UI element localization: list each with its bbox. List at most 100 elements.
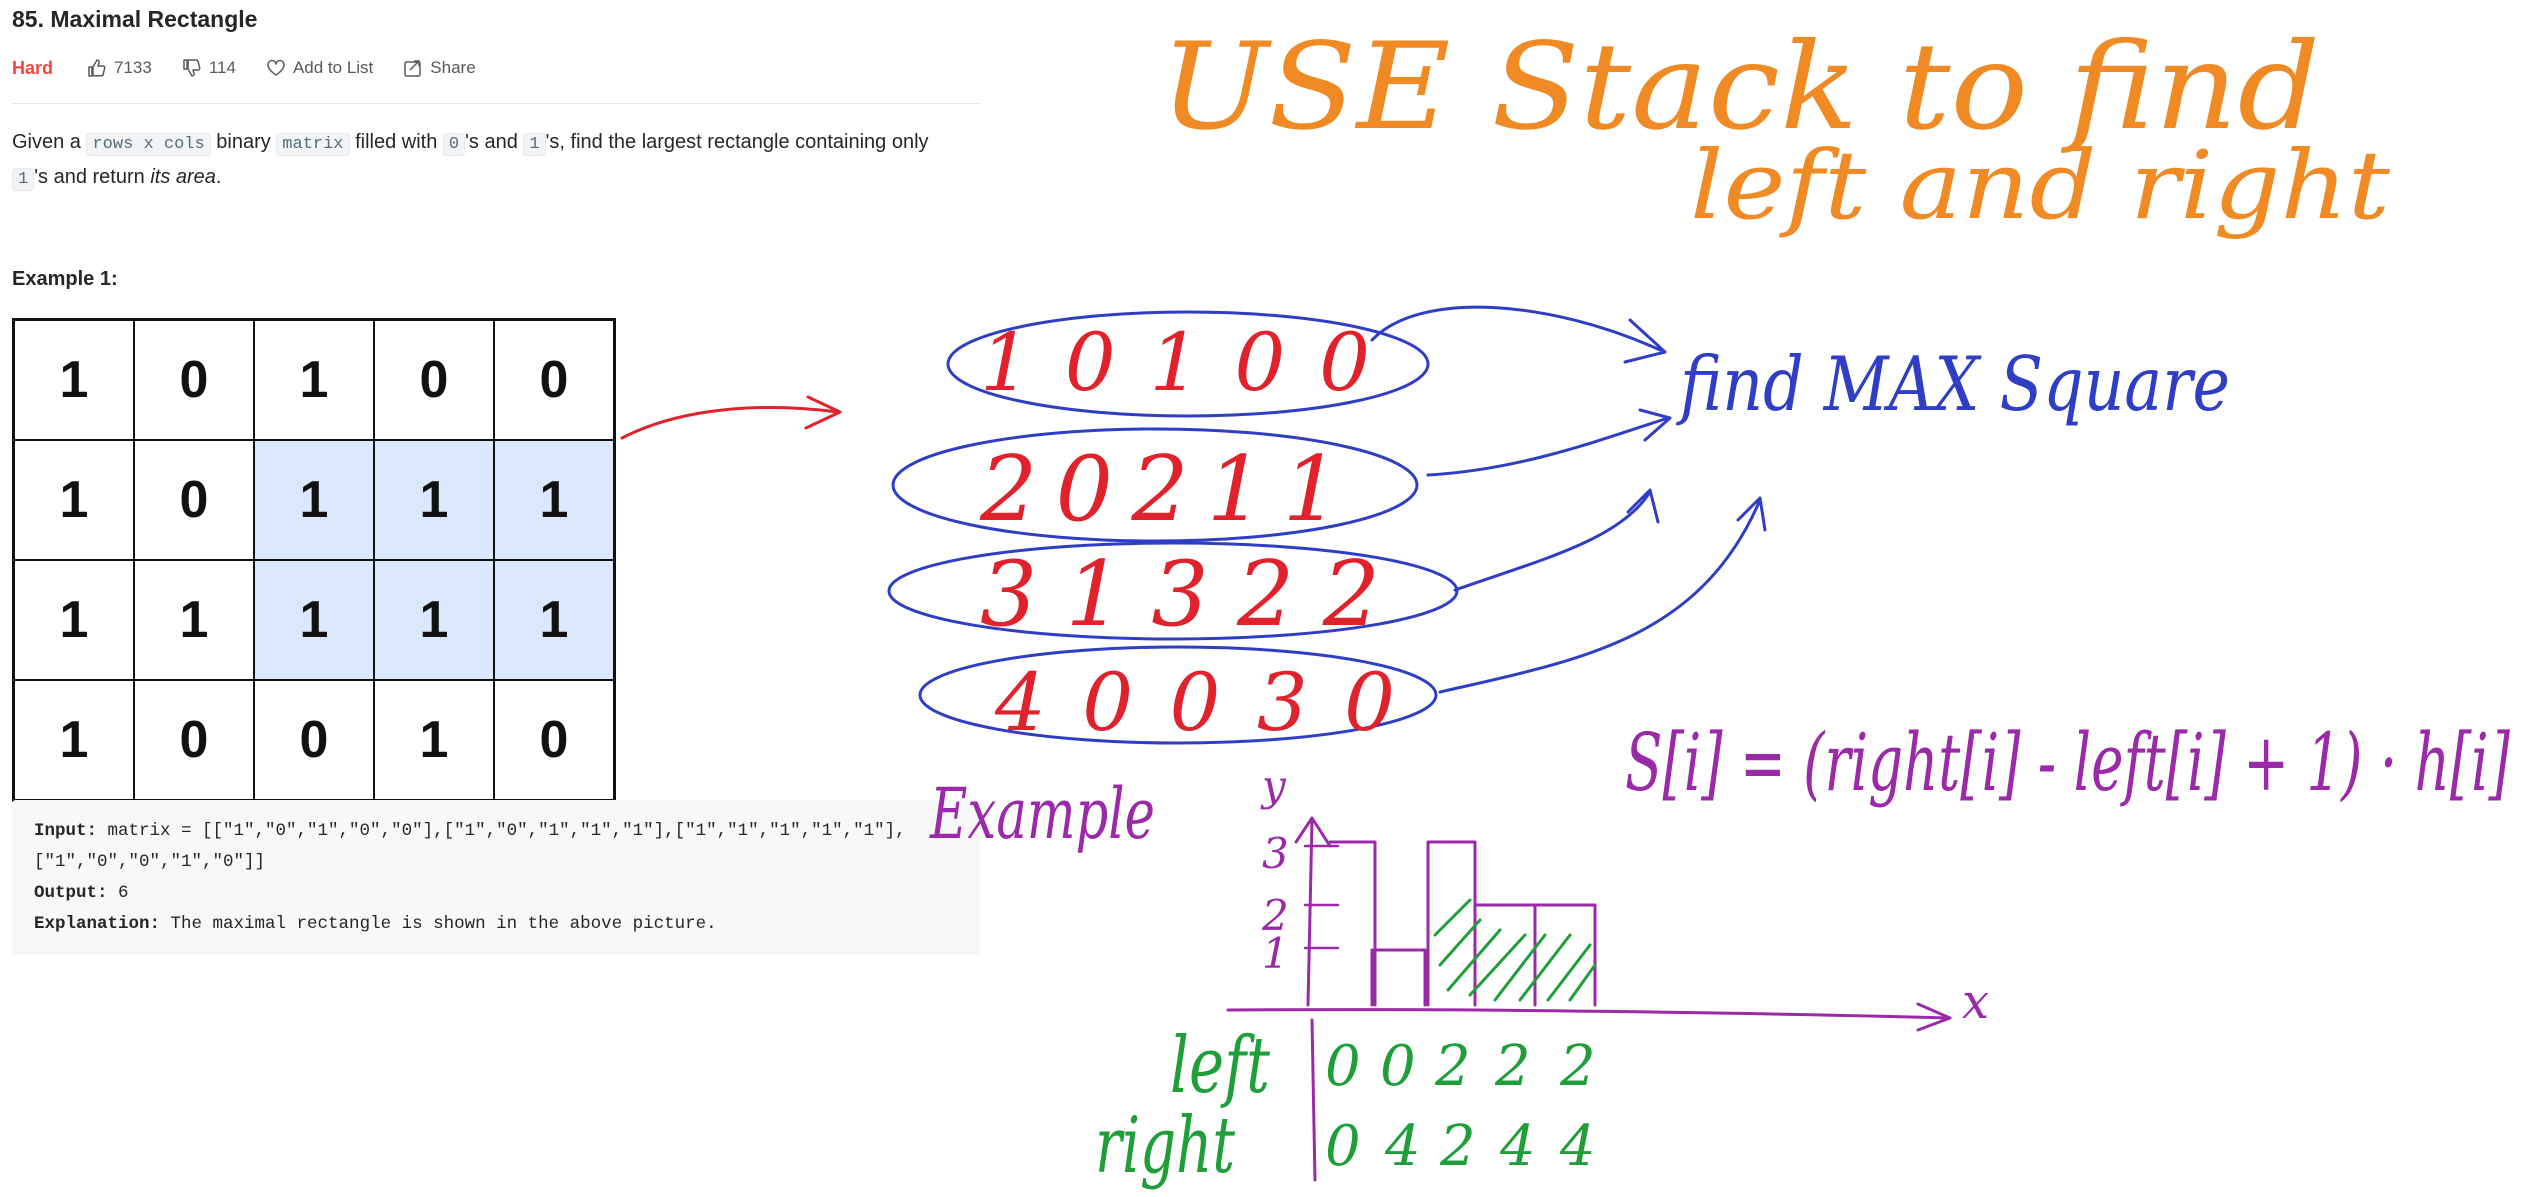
dislike-button[interactable]: 114 — [182, 58, 236, 78]
heart-icon — [267, 59, 285, 76]
explanation-label: Explanation: — [34, 914, 161, 934]
shaded-area — [1433, 898, 1597, 1002]
matrix-cell: 1 — [134, 560, 254, 680]
matrix-cell: 0 — [134, 680, 254, 800]
blue-arrow — [1426, 408, 1672, 477]
desc-text: 's and — [465, 131, 524, 153]
area-formula: S[i] = (right[i] - left[i] + 1) · h[i] — [1625, 716, 2511, 809]
matrix-cell: 0 — [134, 320, 254, 440]
matrix-cell: 0 — [134, 440, 254, 560]
red-arrow — [620, 395, 842, 440]
heading-line-2: left and right — [1690, 131, 2391, 241]
output-line: Output: 6 — [34, 878, 129, 909]
matrix-cell-highlighted: 1 — [374, 440, 494, 560]
blue-arrow — [1438, 496, 1767, 694]
explanation-line: Explanation: The maximal rectangle is sh… — [34, 909, 717, 940]
desc-text: filled with — [349, 131, 443, 153]
input-value: matrix = [["1","0","1","0","0"],["1","0"… — [97, 821, 906, 841]
row-values: 1 0 1 0 0 — [980, 316, 1370, 409]
matrix-cell: 1 — [254, 320, 374, 440]
output-value: 6 — [107, 883, 129, 903]
matrix-cell: 0 — [494, 680, 614, 800]
matrix-cell: 1 — [14, 320, 134, 440]
add-to-list-label: Add to List — [292, 58, 374, 77]
thumbs-down-icon — [183, 59, 201, 77]
matrix-cell: 1 — [14, 680, 134, 800]
matrix-cell-highlighted: 1 — [494, 440, 614, 560]
problem-panel: 85. Maximal Rectangle Hard 7133 114 Add … — [0, 0, 990, 1197]
y-axis-label: y — [1260, 761, 1287, 810]
difficulty-badge: Hard — [12, 57, 54, 78]
row-ellipse — [891, 427, 1419, 543]
problem-description: Given a rows x cols binary matrix filled… — [12, 126, 997, 196]
matrix-cell-highlighted: 1 — [494, 560, 614, 680]
matrix-cell: 0 — [494, 320, 614, 440]
matrix-cell: 1 — [14, 560, 134, 680]
x-axis-label: x — [1962, 974, 1989, 1030]
matrix-cell: 1 — [14, 440, 134, 560]
left-label: left — [1170, 1021, 1270, 1111]
divider — [12, 103, 980, 104]
example-code-block: Input: matrix = [["1","0","1","0","0"],[… — [12, 800, 980, 955]
row-ellipse — [946, 310, 1430, 418]
tick-marks — [1303, 844, 1340, 950]
row-values: 2 0 2 1 1 — [979, 437, 1340, 542]
add-to-list-button[interactable]: Add to List — [266, 58, 373, 78]
inline-code: 0 — [442, 133, 466, 156]
share-icon — [404, 60, 422, 77]
inline-code: matrix — [276, 133, 350, 156]
like-button[interactable]: 7133 — [87, 58, 152, 78]
find-max-square: find MAX Square — [1676, 340, 2230, 428]
example-matrix-image: 1 0 1 0 0 1 0 1 1 1 1 1 1 1 1 1 0 0 1 0 — [12, 318, 616, 802]
matrix-cell: 0 — [374, 320, 494, 440]
right-value: 4 — [1559, 1114, 1596, 1179]
matrix-cell-highlighted: 1 — [374, 560, 494, 680]
example-title: Example 1: — [12, 268, 118, 290]
input-line-cont: ["1","0","0","1","0"]] — [34, 847, 265, 878]
desc-text: binary — [210, 131, 277, 153]
explanation-value: The maximal rectangle is shown in the ab… — [160, 914, 717, 934]
matrix-cell: 1 — [374, 680, 494, 800]
desc-text: 's, find the largest rectangle containin… — [545, 131, 929, 153]
tick-label: 3 — [1262, 829, 1289, 878]
x-axis — [1226, 1002, 1952, 1032]
share-button[interactable]: Share — [403, 58, 476, 78]
example-label: Example — [929, 773, 1155, 855]
matrix-cell-highlighted: 1 — [254, 440, 374, 560]
left-value: 2 — [1559, 1034, 1596, 1099]
y-axis — [1294, 816, 1332, 1007]
problem-meta-bar: Hard 7133 114 Add to List Share — [12, 55, 506, 81]
histogram-bars — [1328, 840, 1597, 1007]
inline-code: 1 — [523, 133, 546, 156]
left-value: 0 — [1325, 1034, 1361, 1099]
dislike-count: 114 — [208, 58, 236, 77]
problem-title: 85. Maximal Rectangle — [12, 6, 258, 32]
thumbs-up-icon — [88, 59, 106, 77]
input-label: Input: — [34, 821, 98, 841]
left-value: 2 — [1494, 1034, 1531, 1099]
right-value: 4 — [1499, 1114, 1536, 1179]
desc-text: Given a — [12, 131, 87, 153]
table-divider — [1310, 1018, 1317, 1182]
inline-code: rows x cols — [86, 133, 211, 156]
row-values: 4 0 0 3 0 — [994, 656, 1395, 749]
tick-label: 1 — [1262, 929, 1289, 978]
right-value: 4 — [1384, 1114, 1421, 1179]
left-value: 2 — [1434, 1034, 1471, 1099]
row-values: 3 1 3 2 2 — [980, 542, 1380, 647]
inline-code: 1 — [12, 168, 35, 191]
blue-arrow — [1453, 488, 1660, 592]
right-label: right — [1095, 1101, 1235, 1191]
matrix-cell-highlighted: 1 — [254, 560, 374, 680]
desc-text: 's and return — [34, 166, 151, 188]
desc-text: . — [215, 166, 222, 188]
tick-label: 2 — [1261, 891, 1289, 940]
input-value-cont: ["1","0","0","1","0"]] — [34, 852, 266, 872]
matrix-cell: 0 — [254, 680, 374, 800]
row-ellipse — [918, 645, 1438, 745]
input-line: Input: matrix = [["1","0","1","0","0"],[… — [34, 816, 906, 847]
blue-arrow — [1370, 305, 1667, 364]
right-value: 0 — [1325, 1114, 1361, 1179]
heading-line-1: USE Stack to find — [1160, 18, 2320, 157]
